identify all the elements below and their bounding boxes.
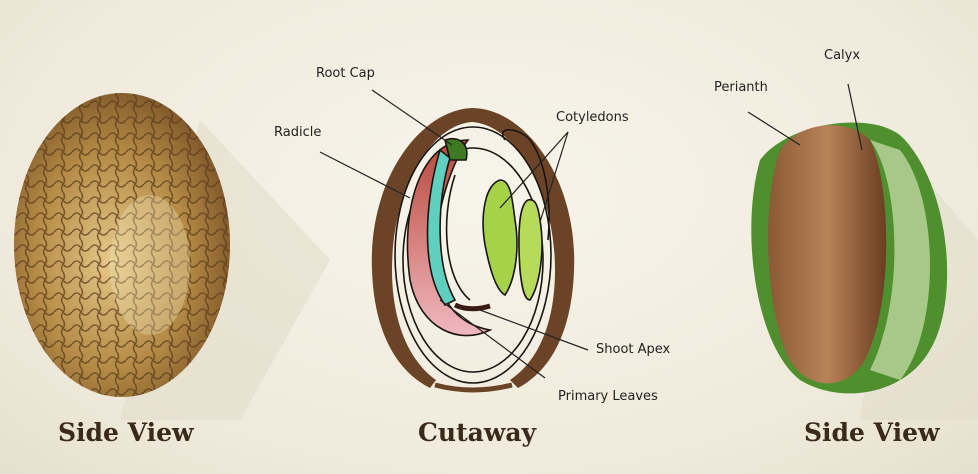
label-shoot-apex: Shoot Apex [596,342,671,357]
leader-lines [319,83,863,379]
shoot-apex [453,302,491,312]
caption-side-view-right: Side View [804,418,940,447]
hypocotyl [426,148,457,307]
label-root-cap: Root Cap [316,66,375,81]
label-perianth: Perianth [714,80,768,95]
label-cotyledons: Cotyledons [556,110,629,125]
seed-with-calyx-side-view [751,122,948,394]
cotyledon-1 [482,179,518,297]
caption-cutaway: Cutaway [418,418,537,447]
caption-side-view-left: Side View [58,418,194,447]
seed-cutaway [371,108,575,393]
whole-seed-side-view [14,93,230,397]
seed-coat [371,108,575,388]
cotyledon-2 [518,198,543,301]
label-radicle: Radicle [274,125,322,140]
label-primary-leaves: Primary Leaves [558,389,658,404]
label-calyx: Calyx [824,48,861,63]
